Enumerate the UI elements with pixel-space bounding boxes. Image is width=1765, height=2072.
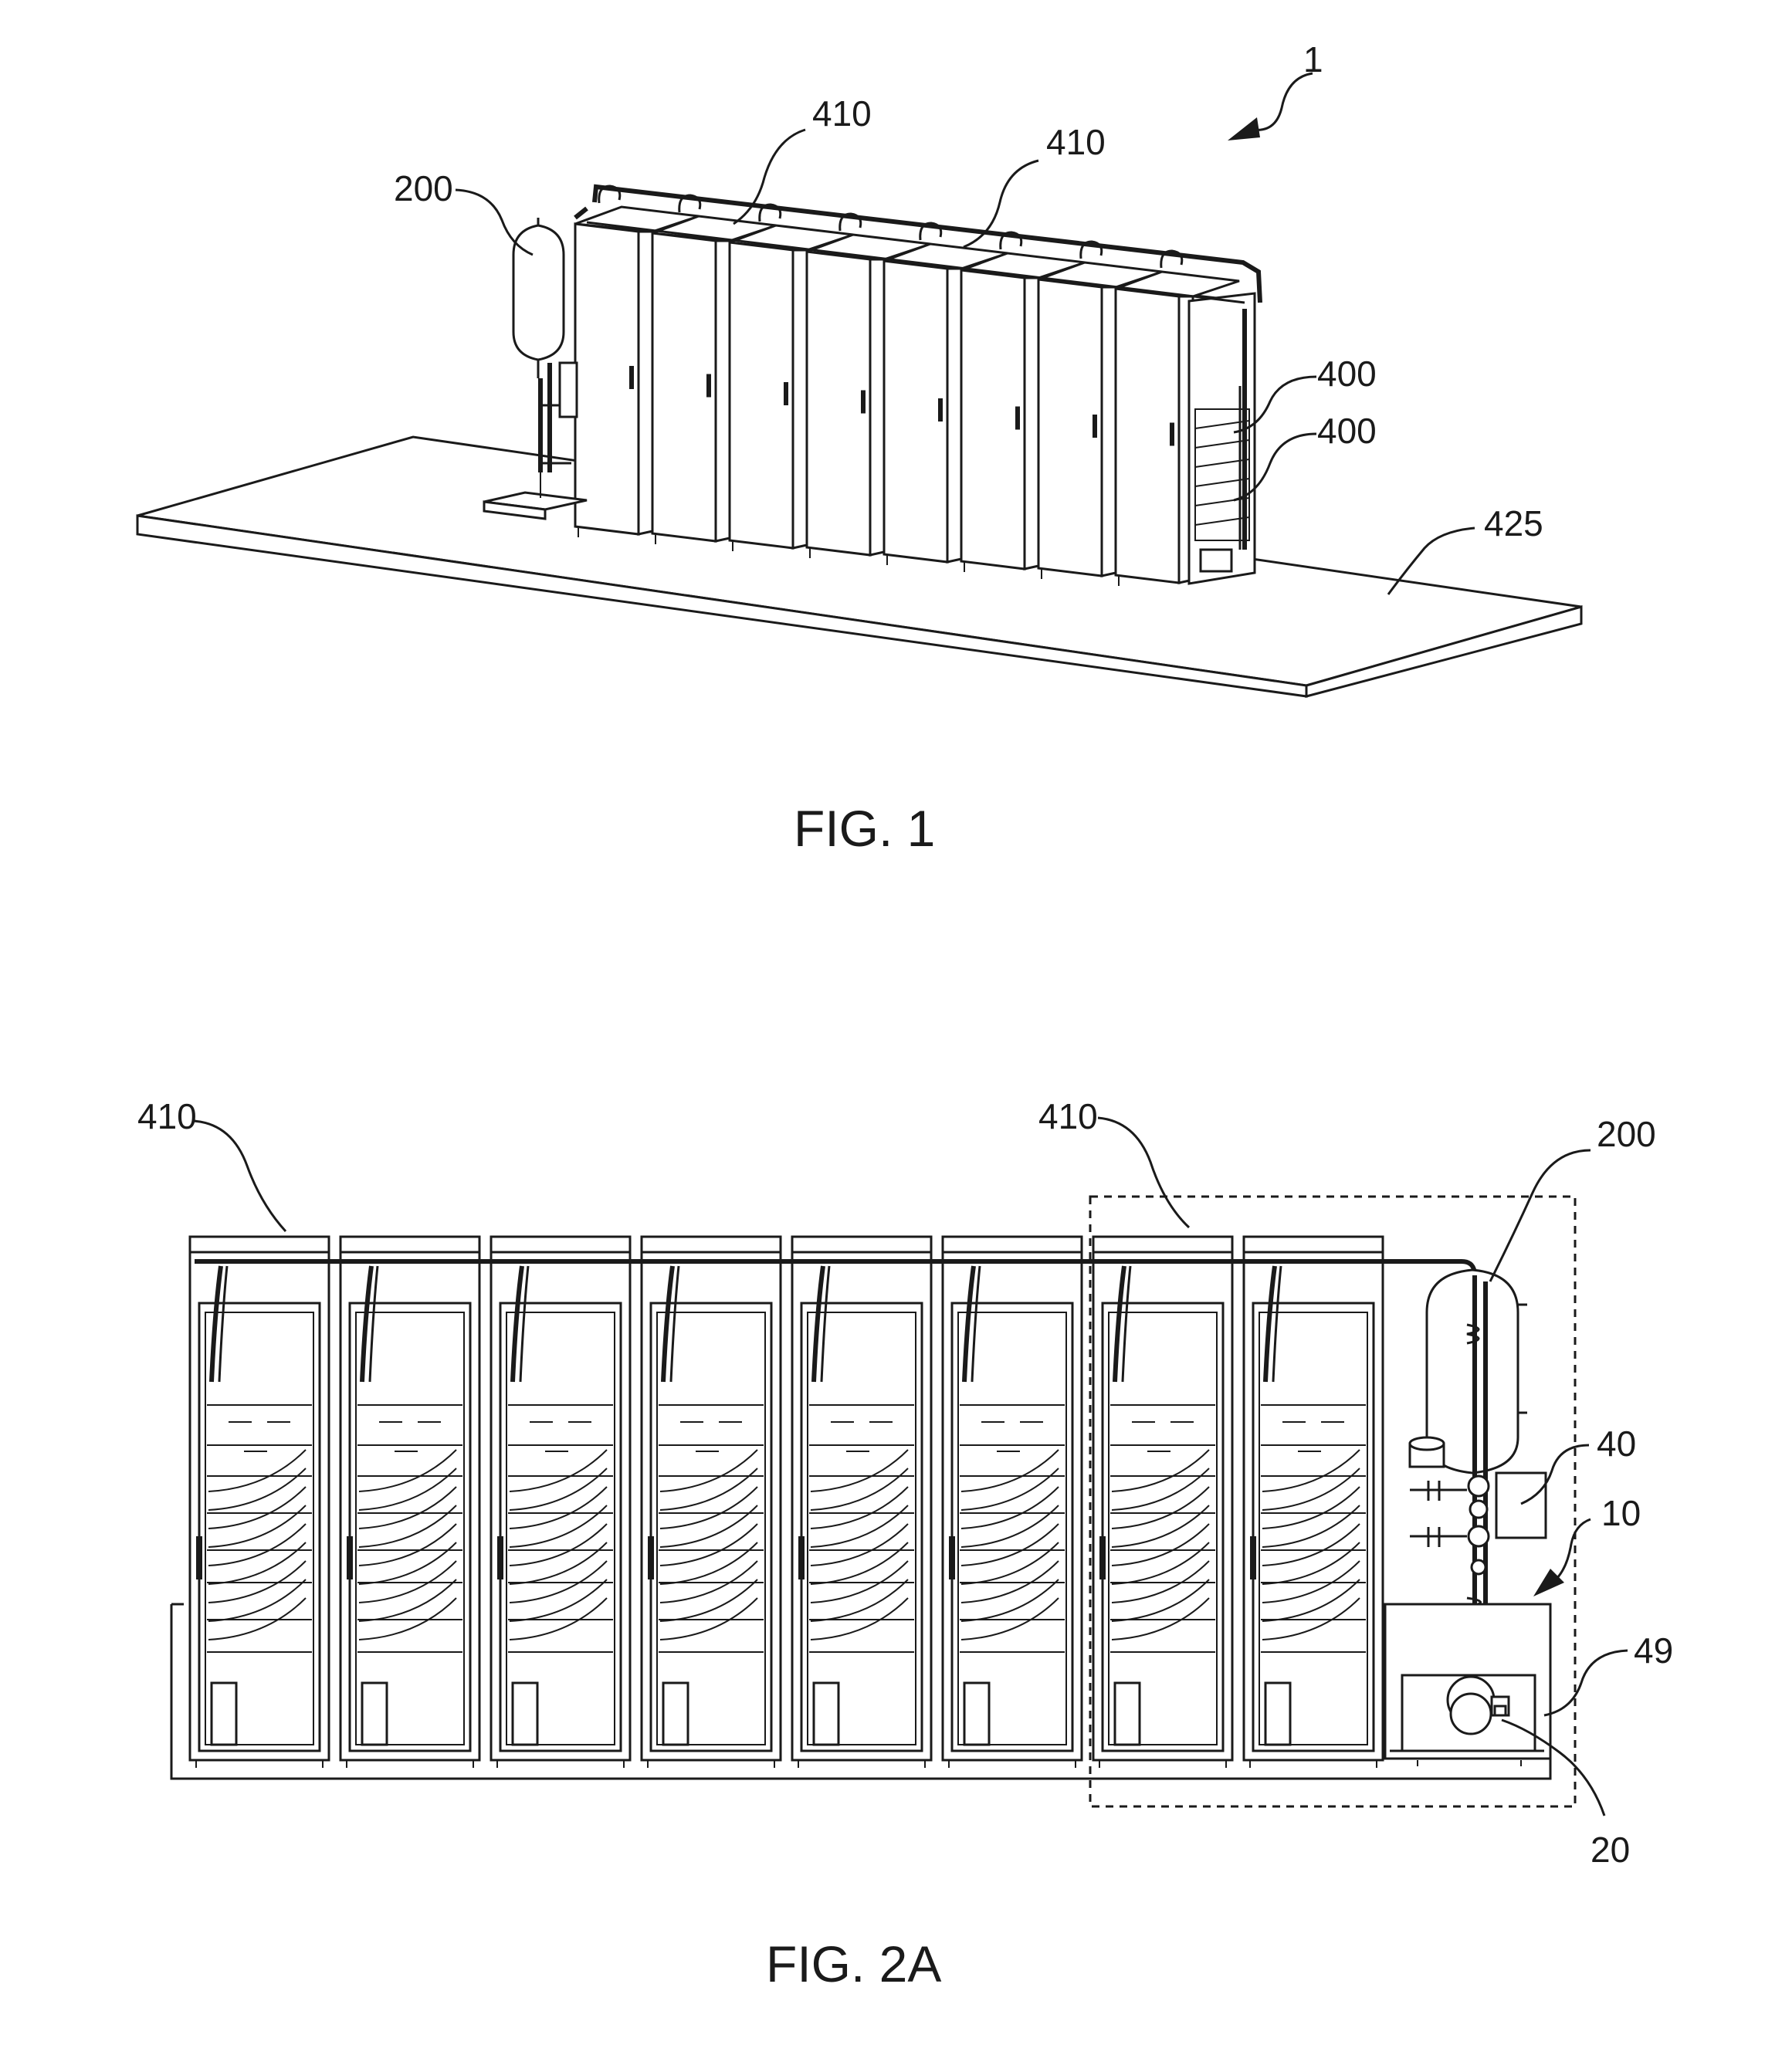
cabinet-front <box>730 242 793 548</box>
immersion-rack <box>642 1237 781 1768</box>
label-floor: 425 <box>1484 503 1543 543</box>
cabinet-side <box>793 250 807 548</box>
power-box <box>1265 1683 1290 1745</box>
door-handle <box>1015 407 1020 430</box>
arrowhead-module <box>1533 1569 1564 1596</box>
label-pump-unit: 40 <box>1597 1424 1636 1464</box>
immersion-rack <box>1244 1237 1383 1768</box>
cabinet-front <box>575 224 639 534</box>
cabinet-front <box>1116 289 1179 583</box>
power-box <box>663 1683 688 1745</box>
fig1-drawing: 1 200 410 410 400 400 425 <box>137 39 1581 696</box>
rack-cabinets <box>575 207 1239 586</box>
side-handle <box>1099 1536 1106 1579</box>
cabinet-side <box>870 259 884 555</box>
door-handle <box>1170 423 1174 446</box>
immersion-rack <box>491 1237 630 1768</box>
cabinet-front <box>1038 279 1102 576</box>
label-pump: 20 <box>1591 1830 1630 1870</box>
side-handle <box>497 1536 503 1579</box>
open-end-cabinet <box>1189 293 1255 584</box>
door-handle <box>1093 415 1097 438</box>
fig2a-caption: FIG. 2A <box>766 1935 941 1992</box>
door-handle <box>784 382 788 405</box>
door-handle <box>938 398 943 422</box>
label-tank-2a: 200 <box>1597 1114 1656 1154</box>
side-handle <box>1250 1536 1256 1579</box>
cabinet-front <box>961 270 1025 569</box>
power-box <box>362 1683 387 1745</box>
leader-pipe-right <box>1098 1118 1189 1227</box>
side-handle <box>648 1536 654 1579</box>
cabinet-front <box>884 261 947 562</box>
label-pipe-b: 410 <box>1046 122 1106 162</box>
leader-module <box>1557 1519 1591 1579</box>
fig1-caption: FIG. 1 <box>794 800 935 857</box>
immersion-rack <box>340 1237 479 1768</box>
cabinet-side <box>639 232 652 534</box>
pump-skid-2a <box>1385 1604 1550 1766</box>
side-handle <box>798 1536 805 1579</box>
power-box <box>964 1683 989 1745</box>
expansion-tank <box>513 218 577 472</box>
label-pipe-right: 410 <box>1038 1096 1098 1136</box>
immersion-rack <box>792 1237 931 1768</box>
leader-pipe-left <box>193 1121 286 1231</box>
power-box <box>212 1683 236 1745</box>
label-pipe-a: 410 <box>812 93 872 134</box>
cabinet-side <box>947 269 961 562</box>
label-module: 10 <box>1601 1493 1641 1533</box>
immersion-rack <box>1093 1237 1232 1768</box>
fig2a-drawing: 410 410 200 40 10 49 20 <box>137 1096 1673 1870</box>
cabinet-side <box>1025 278 1038 569</box>
leader-pump-base <box>1544 1650 1628 1715</box>
power-box <box>1115 1683 1140 1745</box>
label-tank: 200 <box>394 168 453 208</box>
label-pipe-left: 410 <box>137 1096 197 1136</box>
arrowhead-system <box>1228 117 1260 141</box>
label-system: 1 <box>1303 39 1323 80</box>
side-handle <box>949 1536 955 1579</box>
power-box <box>513 1683 537 1745</box>
side-handle <box>347 1536 353 1579</box>
door-handle <box>861 391 866 414</box>
cabinet-front <box>652 233 716 541</box>
side-handle <box>196 1536 202 1579</box>
label-server-a: 400 <box>1317 354 1377 394</box>
leader-system <box>1252 73 1313 130</box>
immersion-rack <box>943 1237 1082 1768</box>
cabinet-side <box>716 241 730 541</box>
immersion-rack <box>190 1237 329 1768</box>
door-handle <box>706 374 711 398</box>
door-handle <box>629 366 634 389</box>
cabinet-side <box>1102 287 1116 576</box>
power-box <box>814 1683 838 1745</box>
cabinet-front <box>807 252 870 555</box>
label-pump-base: 49 <box>1634 1630 1673 1671</box>
label-server-b: 400 <box>1317 411 1377 451</box>
immersion-tank-racks <box>190 1237 1383 1768</box>
